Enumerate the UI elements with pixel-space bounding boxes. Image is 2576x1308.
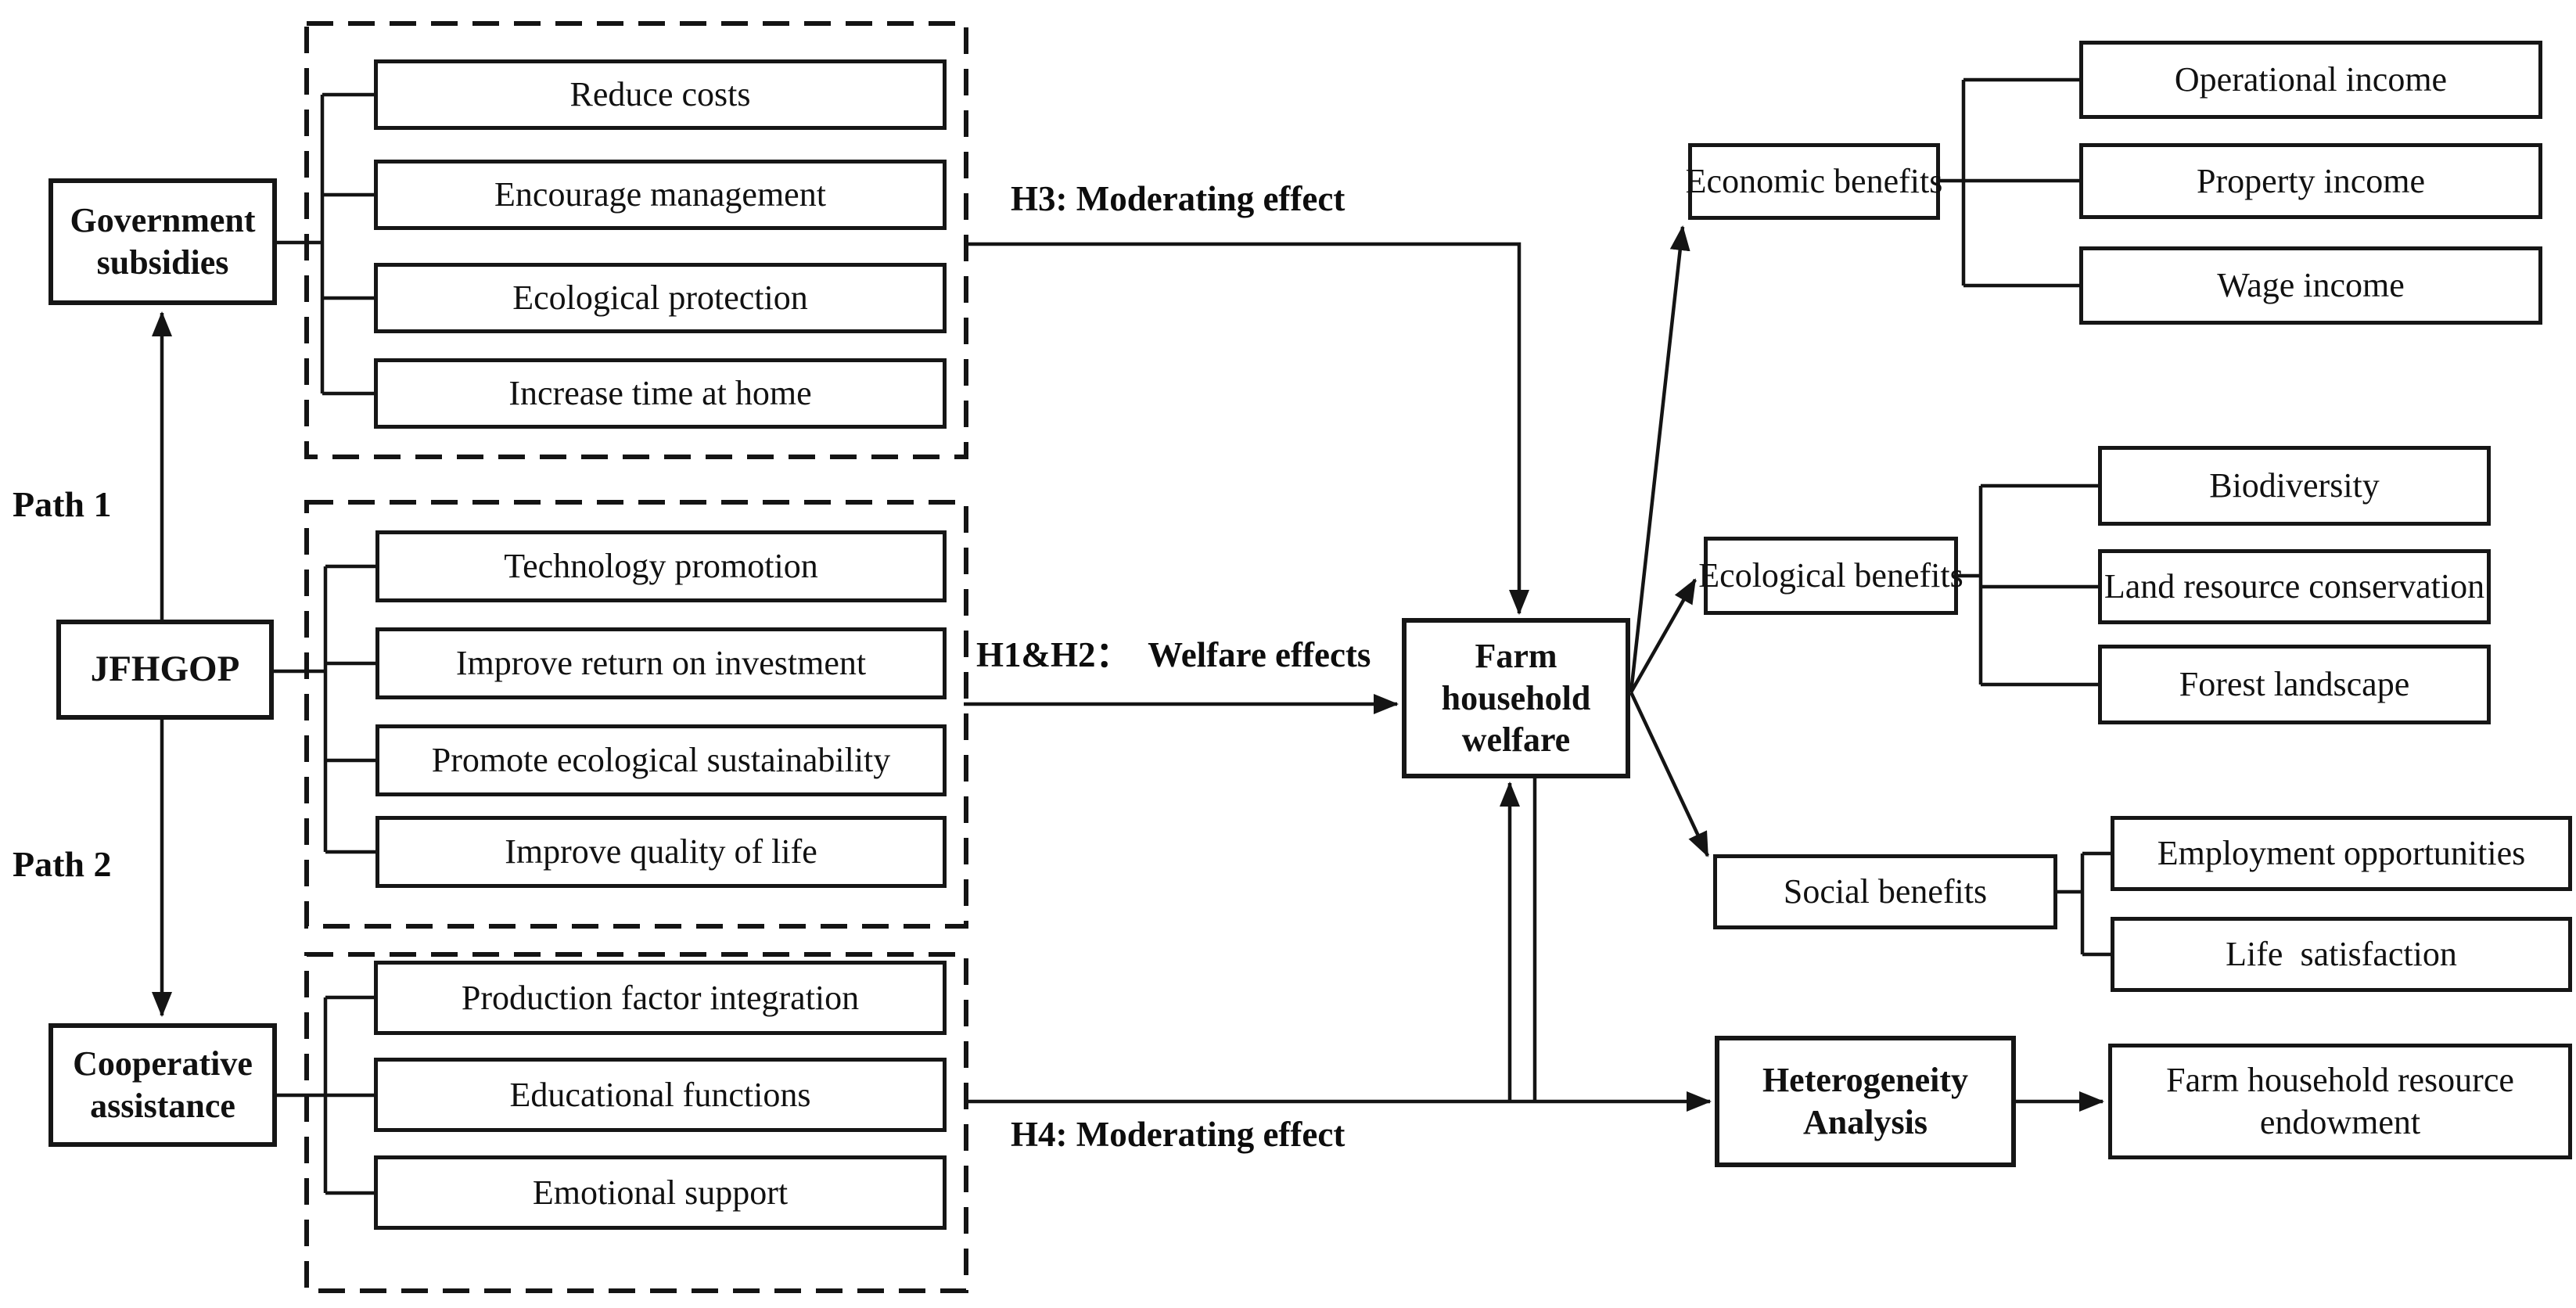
jfhgop-node: JFHGOP (56, 620, 274, 720)
program-item-improve-return-on-investment: Improve return on investment (375, 627, 947, 699)
economic-benefits-bracket (1940, 77, 2079, 288)
arrow-welfare-to-social (1629, 692, 1710, 857)
economic-benefits-node: Economic benefits (1686, 143, 1942, 220)
program-item-promote-ecological-sustainability: Promote ecological sustainability (375, 724, 947, 796)
program-group-bracket (274, 564, 375, 854)
h1h2-hypothesis-label: H1&H2： Welfare effects (976, 635, 1371, 674)
social-item-employment-opportunities: Employment opportunities (2111, 816, 2572, 891)
h4-hypothesis-label: H4: Moderating effect (1011, 1115, 1345, 1154)
subsidy-item-increase-time-at-home: Increase time at home (374, 358, 947, 429)
arrow-h4-moderating (964, 778, 1712, 1112)
ecological-item-forest-landscape: Forest landscape (2098, 645, 2491, 724)
ecological-benefits-bracket (1958, 483, 2098, 687)
subsidy-group-bracket (277, 92, 374, 396)
heterogeneity-analysis-node: Heterogeneity Analysis (1715, 1036, 2016, 1167)
ecological-item-biodiversity: Biodiversity (2098, 446, 2491, 526)
cooperative-assistance-node: Cooperative assistance (49, 1023, 277, 1147)
path1-label: Path 1 (13, 484, 112, 524)
farm-household-welfare-node: Farm household welfare (1402, 618, 1630, 778)
h3-hypothesis-label: H3: Moderating effect (1011, 179, 1345, 218)
government-subsidies-node: Government subsidies (49, 178, 277, 305)
farm-household-resource-endowment-node: Farm household resource endowment (2108, 1044, 2572, 1159)
economic-item-operational-income: Operational income (2079, 41, 2542, 119)
subsidy-item-ecological-protection: Ecological protection (374, 263, 947, 333)
social-benefits-bracket (2057, 851, 2111, 957)
ecological-item-land-resource-conservation: Land resource conservation (2098, 549, 2491, 624)
program-item-technology-promotion: Technology promotion (375, 530, 947, 602)
social-benefits-node: Social benefits (1713, 854, 2057, 929)
arrow-welfare-to-ecological (1629, 578, 1697, 694)
subsidy-group-frame (304, 21, 968, 459)
social-item-life-satisfaction: Life satisfaction (2111, 917, 2572, 992)
cooperative-item-production-factor-integration: Production factor integration (374, 961, 947, 1035)
economic-item-property-income: Property income (2079, 143, 2542, 219)
economic-item-wage-income: Wage income (2079, 246, 2542, 325)
cooperative-item-emotional-support: Emotional support (374, 1155, 947, 1230)
ecological-benefits-node: Ecological benefits (1698, 537, 1963, 615)
subsidy-item-reduce-costs: Reduce costs (374, 59, 947, 130)
cooperative-group-bracket (277, 995, 374, 1195)
program-group-frame (304, 500, 968, 929)
arrow-h3-moderating (966, 242, 1529, 615)
arrow-welfare-to-economic (1629, 225, 1690, 693)
path2-label: Path 2 (13, 844, 112, 884)
program-item-improve-quality-of-life: Improve quality of life (375, 816, 947, 888)
cooperative-item-educational-functions: Educational functions (374, 1058, 947, 1132)
subsidy-item-encourage-management: Encourage management (374, 160, 947, 230)
